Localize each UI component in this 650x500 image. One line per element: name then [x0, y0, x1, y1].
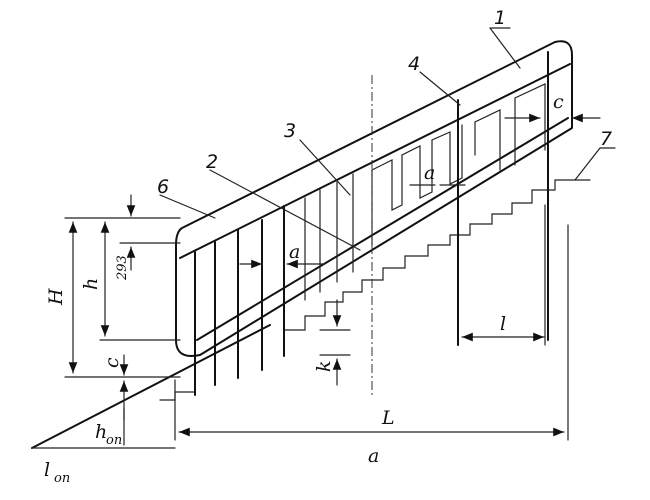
label-h: h [80, 278, 102, 290]
dim-H [64, 217, 181, 378]
label-c-left: c [101, 357, 123, 368]
label-l: l [500, 313, 506, 335]
label-L: L [381, 407, 395, 429]
label-a-gap: a [424, 162, 435, 184]
label-H: H [45, 288, 67, 306]
base-step [159, 391, 196, 401]
callout-1: 1 [494, 7, 506, 29]
lower-string-line [31, 324, 271, 449]
stringer-outline [175, 40, 573, 357]
label-h-on: h [95, 421, 107, 443]
dim-h [99, 221, 181, 341]
dim-k [319, 299, 351, 386]
steps-profile [284, 179, 591, 331]
meander-pattern [371, 124, 463, 246]
dim-L [174, 379, 565, 441]
label-l-on-sub: on [54, 471, 70, 486]
label-k: k [313, 360, 335, 372]
label-h-on-sub: on [106, 433, 122, 448]
callout-2: 2 [206, 151, 218, 173]
callout-7: 7 [600, 128, 612, 150]
label-c-right: c [553, 91, 564, 113]
callout-4: 4 [408, 53, 420, 75]
meander-pattern-right [474, 83, 546, 171]
dim-293 [119, 194, 181, 271]
callout-6: 6 [157, 176, 169, 198]
label-293: 293 [115, 255, 130, 281]
balusters-middle [304, 173, 354, 301]
label-a-bottom: a [368, 445, 379, 467]
callout-leaders [159, 27, 616, 251]
label-a-mid: a [289, 241, 300, 263]
label-l-on: l [44, 459, 50, 481]
posts [457, 51, 569, 441]
callout-3: 3 [284, 120, 296, 142]
balusters-left [194, 205, 285, 396]
